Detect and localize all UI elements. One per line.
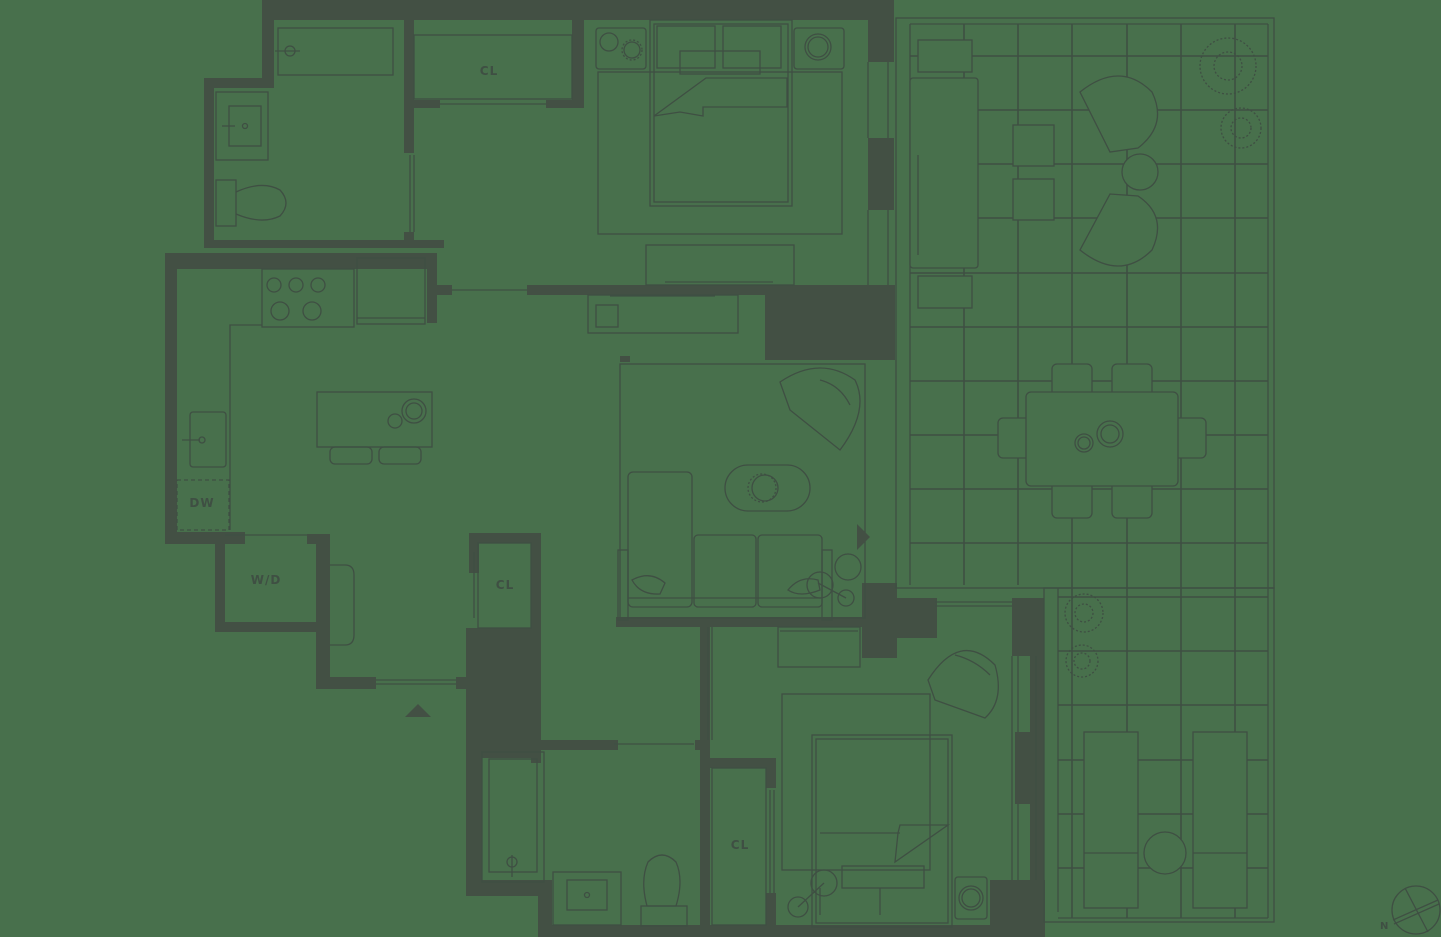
- bed-icon: [811, 734, 953, 928]
- closet-box: [711, 767, 767, 926]
- plant-icon: [751, 474, 779, 502]
- room-label-closet-entry: CL: [495, 578, 515, 592]
- side-table: [834, 553, 862, 581]
- compass-north-label: N: [1380, 921, 1389, 932]
- rug: [597, 71, 843, 235]
- nightstand-icon: [793, 27, 845, 70]
- bed-icon: [649, 19, 793, 207]
- bathtub-icon: [481, 751, 545, 883]
- room-label-closet-primary: CL: [479, 64, 499, 78]
- compass-icon: [1391, 885, 1441, 935]
- room-label-closet-bedroom2: CL: [730, 838, 750, 852]
- lounge-chair-icon: [1192, 731, 1248, 909]
- floor-lamp-icon: [806, 571, 834, 599]
- entry-arrow-icon: [405, 704, 431, 717]
- door-arrow-icon: [857, 524, 870, 550]
- room-label-washer-dryer: W/D: [250, 573, 282, 587]
- dishwasher: [176, 479, 230, 531]
- armchair-icon: [779, 367, 861, 451]
- bar-stool-icon: [329, 446, 373, 465]
- coffee-table-icon: [724, 464, 811, 512]
- rug: [781, 693, 931, 871]
- refrigerator-icon: [356, 257, 426, 325]
- armchair-icon: [927, 649, 999, 719]
- sink-icon: [215, 91, 269, 161]
- plant-icon: [623, 41, 641, 59]
- sink-icon: [552, 871, 622, 926]
- side-table: [917, 275, 973, 309]
- tree-icon: [1064, 37, 1262, 678]
- fixtures-and-furniture: [176, 19, 1037, 928]
- bench: [330, 564, 355, 646]
- lounge-chair-icon: [1083, 731, 1139, 909]
- desk: [587, 294, 739, 334]
- closet-box: [477, 542, 532, 629]
- dresser: [777, 626, 861, 668]
- ottoman: [1012, 178, 1055, 221]
- sofa-icon: [909, 77, 979, 269]
- toilet-icon: [643, 854, 681, 907]
- dresser: [645, 244, 795, 286]
- stove-icon: [261, 268, 355, 328]
- side-table: [917, 39, 973, 73]
- toilet-icon: [215, 179, 237, 227]
- closet-box: [413, 34, 573, 100]
- floor-lamp-icon: [810, 869, 838, 897]
- side-table: [1143, 831, 1187, 875]
- bar-stool-icon: [378, 446, 422, 465]
- sofa-icon: [627, 471, 693, 608]
- nightstand-icon: [954, 876, 988, 920]
- nightstand-icon: [595, 27, 647, 70]
- side-table: [1121, 153, 1159, 191]
- rug: [619, 363, 866, 619]
- ottoman: [1012, 124, 1055, 167]
- kitchen-island-icon: [316, 391, 433, 448]
- room-label-dishwasher: DW: [189, 496, 215, 510]
- lounge-chair-icon: [1079, 193, 1159, 267]
- walls: [165, 0, 1045, 937]
- balcony: [621, 17, 1275, 923]
- lounge-chair-icon: [1079, 75, 1159, 153]
